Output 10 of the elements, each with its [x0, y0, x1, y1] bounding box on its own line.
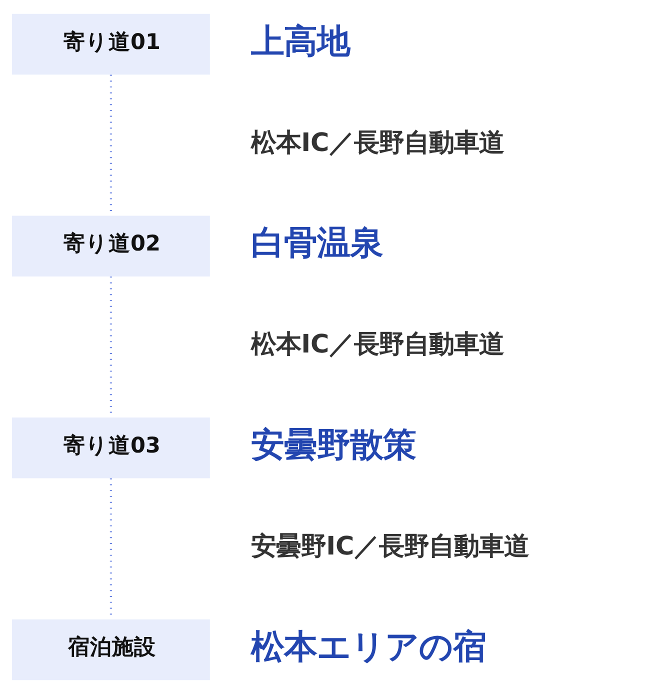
node-label: 松本IC／長野自動車道	[251, 128, 504, 158]
node-label: 松本IC／長野自動車道	[251, 330, 504, 360]
node-label: 上高地	[251, 21, 350, 60]
node-box: 寄り道02	[12, 216, 210, 276]
node-label: 安曇野IC／長野自動車道	[251, 531, 530, 562]
node-label: 白骨温泉	[251, 223, 384, 262]
node-box: 寄り道03	[12, 418, 210, 478]
node-label: 安曇野散策	[251, 424, 416, 464]
node-box: 寄り道01	[12, 14, 210, 75]
node-label: 松本エリアの宿	[251, 626, 486, 666]
